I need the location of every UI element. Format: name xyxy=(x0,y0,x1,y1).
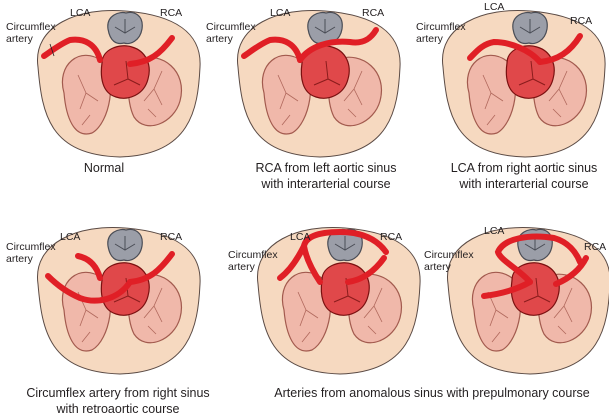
circumflex-label-2: artery xyxy=(6,253,34,265)
lca-label: LCA xyxy=(60,231,80,243)
caption-circumflex-line2: with retroaortic course xyxy=(56,402,180,416)
rca-artery xyxy=(345,255,387,285)
circumflex-artery xyxy=(45,273,133,304)
lca-artery xyxy=(300,228,389,285)
caption-rca-left-line1: RCA from left aortic sinus xyxy=(255,161,396,175)
heart-diagram xyxy=(36,226,201,375)
rca-label: RCA xyxy=(160,231,182,243)
lca-label: LCA xyxy=(484,1,504,13)
panel-prepulmonary-a: LCA RCA Circumflex artery xyxy=(228,226,421,375)
panel-circumflex-retroaortic: LCA RCA Circumflex artery Circumflex art… xyxy=(6,226,210,416)
circumflex-line xyxy=(49,43,55,57)
panel-normal: LCA RCA Circumflex artery Normal xyxy=(6,7,201,175)
circumflex-label-2: artery xyxy=(416,33,444,45)
heart-diagram xyxy=(256,226,421,375)
caption-circumflex-line1: Circumflex artery from right sinus xyxy=(26,386,209,400)
caption-lca-right-line2: with interarterial course xyxy=(458,177,588,191)
circumflex-label-1: Circumflex xyxy=(6,241,56,253)
caption-rca-left-line2: with interarterial course xyxy=(260,177,390,191)
lca-label: LCA xyxy=(290,231,310,243)
lca-label: LCA xyxy=(70,7,90,19)
circumflex-label-1: Circumflex xyxy=(6,21,56,33)
panel-rca-left-sinus: LCA RCA Circumflex artery RCA from left … xyxy=(206,7,401,191)
caption-lca-right-line1: LCA from right aortic sinus xyxy=(451,161,598,175)
lca-artery xyxy=(75,253,103,281)
circumflex-label-2: artery xyxy=(6,33,34,45)
rca-artery xyxy=(297,27,379,63)
lca-label: LCA xyxy=(270,7,290,19)
lca-artery xyxy=(467,38,543,65)
rca-label: RCA xyxy=(362,7,384,19)
circumflex-label-2: artery xyxy=(228,261,256,273)
panel-prepulmonary-b: LCA RCA Circumflex artery xyxy=(424,225,609,375)
rca-artery xyxy=(553,255,589,287)
caption-prepulmonary: Arteries from anomalous sinus with prepu… xyxy=(274,386,589,400)
circumflex-label-1: Circumflex xyxy=(206,21,256,33)
circumflex-label-2: artery xyxy=(424,261,452,273)
circumflex-label-1: Circumflex xyxy=(424,249,474,261)
lca-artery xyxy=(241,36,303,63)
rca-label: RCA xyxy=(380,231,402,243)
lca-artery xyxy=(41,36,103,63)
rca-label: RCA xyxy=(584,241,606,253)
rca-label: RCA xyxy=(160,7,182,19)
lca-artery xyxy=(494,233,583,285)
lca-branch xyxy=(277,243,307,281)
caption-normal: Normal xyxy=(84,161,124,175)
circumflex-artery xyxy=(481,279,533,299)
heart-diagram xyxy=(441,9,606,158)
circumflex-label-1: Circumflex xyxy=(228,249,278,261)
heart-diagram xyxy=(36,9,201,158)
rca-artery xyxy=(127,251,175,285)
lca-label: LCA xyxy=(484,225,504,237)
rca-label: RCA xyxy=(570,15,592,27)
rca-artery xyxy=(127,35,175,67)
panel-lca-right-sinus: LCA RCA Circumflex artery LCA from right… xyxy=(416,1,606,191)
circumflex-label-1: Circumflex xyxy=(416,21,466,33)
circumflex-label-2: artery xyxy=(206,33,234,45)
rca-artery xyxy=(537,33,583,65)
